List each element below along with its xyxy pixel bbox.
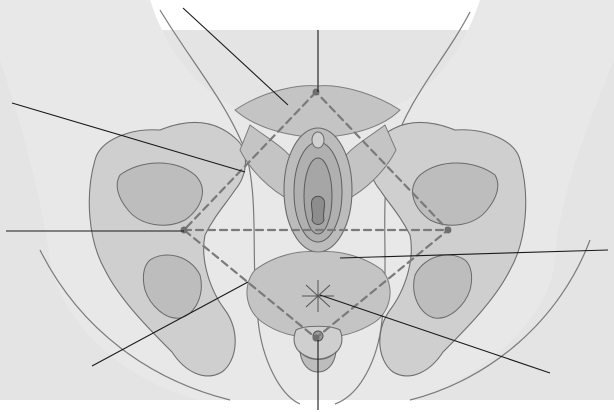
right-ischial-tuberosity-point — [445, 227, 452, 234]
anal-region — [247, 252, 390, 338]
vulva — [284, 128, 352, 252]
left-ischial-tuberosity-point — [181, 227, 188, 234]
